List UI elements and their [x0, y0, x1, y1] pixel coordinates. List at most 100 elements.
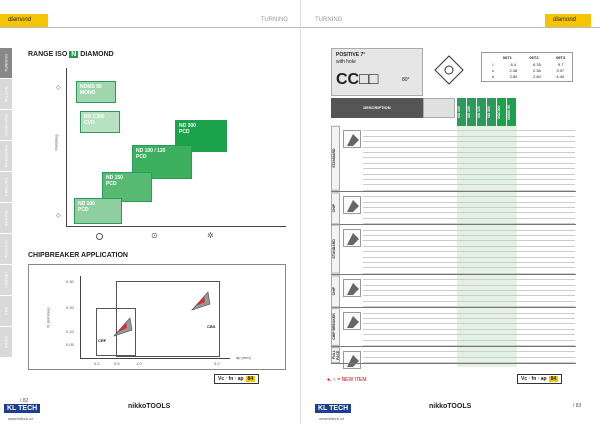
website: www.kltech.cz — [8, 416, 34, 421]
cb-y-label: fz (mm/rev) — [45, 307, 51, 328]
table-row — [363, 330, 575, 336]
chipbreaker-title: CHIPBREAKER APPLICATION — [28, 252, 128, 259]
group-label: CHIP — [331, 191, 340, 225]
kltech-logo: KL TECH — [4, 404, 41, 413]
insert-image — [343, 351, 361, 369]
dims-header: 06T1 06T2 09T3 — [502, 55, 566, 60]
cb-y-axis — [80, 276, 81, 358]
table-row — [363, 341, 575, 346]
side-tab[interactable]: CERMET — [0, 265, 12, 295]
cb-y-tick: 0.30 — [66, 279, 74, 284]
table-row — [363, 180, 575, 186]
insert-shape-icon — [434, 55, 464, 85]
nikko-logo: nikkoTOOLS — [128, 403, 171, 410]
grade-header-nd120: ND 120 — [477, 98, 486, 126]
group-divider — [331, 307, 576, 309]
side-tab[interactable]: CBN — [0, 296, 12, 326]
side-tab[interactable]: BORING — [0, 203, 12, 233]
group-divider — [331, 190, 576, 192]
section-label: TURNING — [315, 17, 343, 23]
cbs-region — [116, 281, 220, 357]
grade-header-nd150: ND 150 — [467, 98, 476, 126]
group-label: FULL FACE — [331, 347, 340, 364]
crf-insert-icon — [113, 317, 133, 337]
table-row — [363, 126, 575, 132]
side-tab[interactable]: THREADING — [0, 141, 12, 171]
description-header: DESCRIPTION — [331, 98, 423, 118]
group-divider — [331, 363, 576, 365]
table-row — [363, 213, 575, 219]
table-row — [363, 258, 575, 263]
angle-label: 80° — [402, 77, 410, 83]
side-tab[interactable]: MILLING — [0, 79, 12, 109]
grade-header-nd100: ND 100 — [457, 98, 466, 126]
insert-image — [343, 278, 361, 297]
table-row — [363, 225, 575, 231]
table-row — [363, 308, 575, 314]
grade-header-ndc300: NDC300 — [497, 98, 506, 126]
box-nd100: ND 100 PCD — [74, 198, 122, 224]
table-row — [363, 268, 575, 274]
table-row — [363, 185, 575, 191]
table-row — [363, 302, 575, 308]
table-row — [363, 192, 575, 198]
table-row — [363, 352, 575, 358]
left-page: diamond TURNING TURNING MILLING GROOVING… — [0, 14, 300, 421]
table-row — [363, 137, 575, 143]
side-tab[interactable]: TOOLING — [0, 234, 12, 264]
table-row — [363, 275, 575, 281]
cb-y-tick: 0.05 — [66, 342, 74, 347]
crf-label: CRF — [98, 338, 107, 343]
side-tabs: TURNING MILLING GROOVING THREADING DRILL… — [0, 48, 12, 358]
group-label: CHIP — [331, 274, 340, 308]
new-item-note: ●, ○ = NEW ITEM — [327, 377, 367, 383]
cb-y-tick: 0.20 — [66, 305, 74, 310]
side-tab[interactable]: DRILLING — [0, 172, 12, 202]
left-header: diamond TURNING — [0, 14, 300, 27]
page-number: / 82 — [20, 398, 29, 404]
table-row — [363, 169, 575, 175]
cbs-label: CBS — [207, 324, 216, 329]
insert-image — [343, 195, 361, 214]
page-number: / 83 — [573, 403, 582, 409]
section-label: TURNING — [260, 17, 288, 23]
insert-image — [343, 130, 361, 148]
website: www.kltech.cz — [319, 416, 345, 421]
diamond-icon-bottom: ◇ — [56, 213, 61, 219]
iso-n-badge: N — [69, 51, 79, 58]
table-row — [363, 324, 575, 330]
diamond-tag: diamond — [545, 14, 591, 27]
table-row — [363, 175, 575, 180]
group-label: STANDARD — [331, 225, 340, 274]
continuous-cut-icon — [96, 233, 103, 240]
group-label: CHIP BREAKER — [331, 308, 340, 346]
right-page: TURNING diamond POSITIVE 7° with hole CC… — [300, 0, 600, 424]
range-title: RANGE ISO N DIAMOND — [28, 51, 114, 58]
cb-y-tick: 0.10 — [66, 329, 74, 334]
table-row — [363, 335, 575, 341]
y-axis — [66, 68, 67, 226]
table-row — [363, 314, 575, 319]
table-row — [363, 153, 575, 159]
table-row — [363, 241, 575, 247]
side-tab[interactable]: INDEX — [0, 327, 12, 357]
nikko-logo: nikkoTOOLS — [429, 403, 472, 410]
cb-x-tick: 0.5 — [114, 361, 120, 366]
right-header: TURNING diamond — [301, 14, 600, 27]
table-row — [363, 142, 575, 148]
product-sub: with hole — [336, 59, 356, 65]
table-row — [363, 208, 575, 214]
group-divider — [331, 224, 576, 226]
side-tab[interactable]: GROOVING — [0, 110, 12, 140]
kltech-logo: KL TECH — [315, 404, 352, 413]
group-divider — [331, 346, 576, 347]
side-tab-turning[interactable]: TURNING — [0, 48, 12, 78]
table-row — [363, 203, 575, 208]
header-line — [0, 27, 300, 28]
table-row — [363, 158, 575, 164]
